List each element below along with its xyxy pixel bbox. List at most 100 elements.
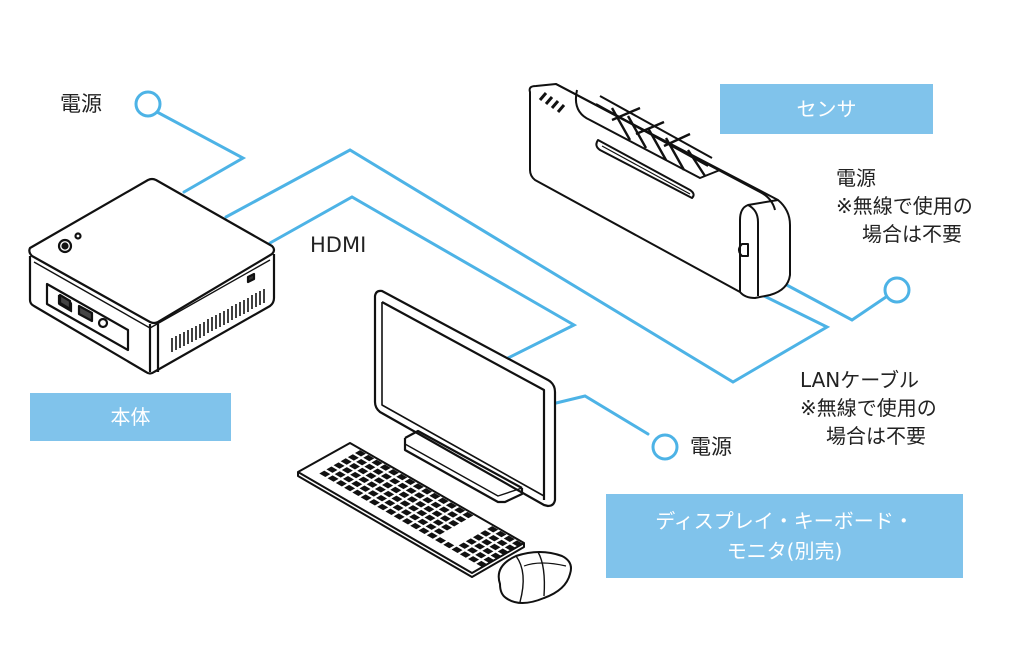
- keyboard-key: [393, 513, 405, 520]
- peripherals-label-box: ディスプレイ・キーボード・ モニタ(別売): [606, 494, 963, 578]
- lan-cable: [224, 148, 831, 384]
- keyboard-key: [415, 501, 427, 508]
- keyboard-key: [377, 503, 389, 511]
- keyboard-key: [454, 507, 466, 514]
- mini-pc-icon: [28, 177, 276, 375]
- keyboard-key: [487, 526, 499, 533]
- keyboard-key: [384, 499, 396, 507]
- keyboard-key: [466, 547, 478, 554]
- keyboard-key: [489, 543, 501, 551]
- keyboard-key: [335, 480, 347, 487]
- keyboard-key: [319, 470, 331, 477]
- keyboard-key: [422, 496, 434, 504]
- keyboard-key: [512, 540, 524, 547]
- keyboard-key: [367, 490, 379, 497]
- keyboard-key: [351, 480, 363, 488]
- keyboard-key: [382, 482, 394, 489]
- keyboard-key: [439, 515, 451, 522]
- keyboard-key: [388, 469, 400, 476]
- hdmi-cable: [268, 195, 578, 360]
- keyboard-key: [438, 506, 450, 513]
- keyboard-key: [441, 524, 453, 531]
- keyboard-key: [372, 468, 384, 475]
- keyboard-key: [383, 490, 395, 498]
- keyboard-key: [481, 539, 493, 546]
- keyboard-key: [397, 482, 409, 490]
- keyboard-key: [476, 560, 488, 568]
- keyboard-key: [410, 522, 422, 530]
- keyboard-key: [385, 508, 397, 515]
- main-power-plug-icon: [134, 90, 162, 118]
- keyboard-key: [418, 527, 430, 534]
- main-unit-label-box: 本体: [30, 393, 231, 441]
- keyboard-key: [341, 467, 353, 474]
- keyboard-key: [342, 476, 354, 483]
- keyboard-key: [488, 534, 500, 542]
- keyboard-key: [424, 514, 436, 522]
- keyboard-key: [474, 543, 486, 550]
- lan-note-line1: ※無線で使用の: [800, 396, 937, 420]
- keyboard-key: [354, 450, 366, 457]
- keyboard-key: [360, 494, 372, 501]
- keyboard-key: [333, 462, 345, 469]
- lan-note-line2: 場合は不要: [826, 424, 926, 448]
- keyboard-key: [326, 466, 338, 473]
- keyboard-key: [413, 492, 425, 499]
- keyboard-key: [392, 504, 404, 511]
- keyboard-key: [327, 475, 339, 482]
- keyboard-key: [373, 477, 385, 484]
- keyboard-key: [468, 556, 480, 563]
- keyboard-key: [417, 518, 429, 526]
- keyboard-key: [432, 519, 444, 526]
- keyboard-key: [412, 483, 424, 490]
- sensor-power-cable: [781, 281, 888, 322]
- sensor-power-label: 電源: [836, 166, 876, 190]
- keyboard-key: [451, 546, 463, 553]
- keyboard-key: [347, 454, 359, 461]
- sensor-icon: [528, 83, 791, 299]
- monitor-power-label: 電源: [690, 435, 732, 459]
- keyboard-key: [376, 495, 388, 502]
- main-power-label: 電源: [60, 92, 102, 116]
- keyboard-key: [356, 458, 368, 466]
- keyboard-key: [374, 486, 386, 493]
- keyboard-key: [459, 551, 471, 558]
- keyboard-key: [435, 537, 447, 544]
- monitor-icon: [373, 289, 557, 508]
- keyboard-key: [447, 511, 459, 518]
- keyboard-key: [358, 476, 370, 484]
- keyboard-key: [421, 488, 433, 495]
- keyboard-key: [348, 463, 360, 470]
- keyboard-key: [480, 530, 492, 537]
- monitor-power-plug-icon: [651, 433, 679, 461]
- keyboard-key: [504, 544, 516, 551]
- keyboard-key: [445, 502, 457, 509]
- keyboard-key: [431, 510, 443, 517]
- keyboard-key: [357, 467, 369, 475]
- sensor-power-note-line1: ※無線で使用の: [836, 194, 973, 218]
- keyboard-key: [496, 539, 508, 547]
- sensor-power-note-line2: 場合は不要: [862, 222, 962, 246]
- keyboard-key: [482, 547, 494, 555]
- sensor-label: センサ: [796, 97, 857, 121]
- keyboard-key: [416, 509, 428, 517]
- keyboard-icon: [297, 442, 525, 578]
- sensor-power-plug-icon: [883, 276, 911, 304]
- keyboard-key: [497, 548, 509, 555]
- keyboard-key: [423, 505, 435, 513]
- keyboard-key: [458, 542, 470, 549]
- peripherals-label-line2: モニタ(別売): [726, 539, 843, 563]
- keyboard-key: [334, 471, 346, 478]
- keyboard-key: [462, 511, 474, 519]
- keyboard-key: [495, 530, 507, 538]
- keyboard-key: [443, 541, 455, 549]
- keyboard-key: [366, 481, 378, 488]
- keyboard-key: [405, 487, 417, 494]
- keyboard-key: [350, 471, 362, 479]
- keyboard-key: [401, 518, 413, 525]
- keyboard-key: [433, 528, 445, 535]
- main-power-cable: [155, 110, 247, 194]
- keyboard-key: [364, 463, 376, 471]
- keyboard-key: [371, 459, 383, 466]
